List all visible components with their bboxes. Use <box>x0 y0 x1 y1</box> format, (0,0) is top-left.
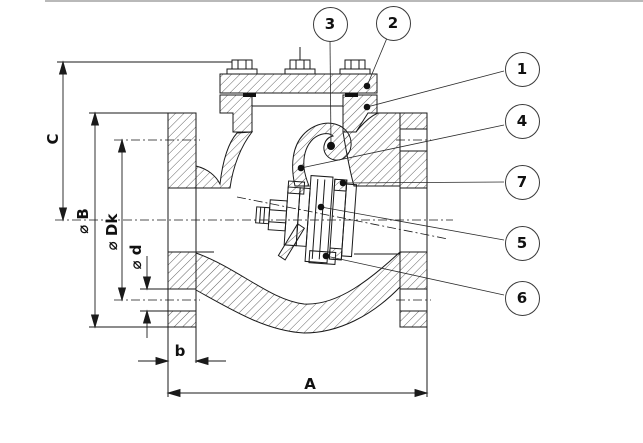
disc-assembly <box>255 175 358 265</box>
split-pin <box>277 223 306 261</box>
dim-label-diameter-d: ⌀ d <box>127 244 145 270</box>
leader-4 <box>300 124 505 169</box>
leader-7 <box>342 181 505 184</box>
leader-dot <box>327 141 335 149</box>
centerlines <box>55 139 453 301</box>
disc-axis-centerline <box>236 196 449 240</box>
leader-5 <box>320 206 505 241</box>
dimension-a <box>166 388 429 398</box>
leader-dot <box>363 103 371 111</box>
disc-stud-nut <box>267 199 288 232</box>
cover-bolt <box>284 59 316 75</box>
right-flange <box>399 112 428 328</box>
balloon-4: 4 <box>504 103 540 139</box>
balloon-4-label: 4 <box>516 112 528 130</box>
leader-dot <box>339 179 347 187</box>
balloon-3: 3 <box>312 6 348 42</box>
body-bottom-wall <box>195 250 401 334</box>
gasket-right <box>345 93 358 97</box>
leader-1 <box>366 70 505 108</box>
gasket-left <box>243 93 256 97</box>
stud-end <box>255 206 271 225</box>
balloon-7: 7 <box>504 164 540 200</box>
bonnet-cover <box>219 73 378 94</box>
dim-label-diameter-b: ⌀ B <box>74 208 92 234</box>
dimension-b <box>138 356 226 366</box>
balloon-2-label: 2 <box>387 14 399 32</box>
cover-bolt <box>226 59 258 75</box>
balloon-3-label: 3 <box>324 15 336 33</box>
balloon-leaders <box>300 37 505 296</box>
dimension-diameter-dk <box>117 138 127 302</box>
balloon-2: 2 <box>375 5 411 41</box>
cover-bolts <box>226 47 371 75</box>
leader-6 <box>325 255 505 296</box>
leader-2 <box>366 37 388 87</box>
balloon-7-label: 7 <box>516 173 528 191</box>
upper-left-body-wall <box>195 131 254 189</box>
dim-label-b: b <box>174 342 186 360</box>
balloon-1: 1 <box>504 51 540 87</box>
page-top-rule <box>45 0 643 2</box>
balloon-1-label: 1 <box>516 60 528 78</box>
leader-dots <box>297 82 371 260</box>
balloon-5: 5 <box>504 225 540 261</box>
dim-label-c: C <box>44 133 62 145</box>
dim-label-a: A <box>304 375 316 393</box>
cover-bolt <box>339 59 371 75</box>
dim-label-diameter-dk: ⌀ Dk <box>103 213 121 251</box>
leader-dot <box>317 203 325 211</box>
hinge-arm <box>292 122 352 187</box>
dimension-diameter-d <box>140 256 168 338</box>
balloon-6-label: 6 <box>516 289 528 307</box>
bonnet-flange-left <box>219 94 253 133</box>
left-flange <box>167 112 197 328</box>
leader-3 <box>329 40 332 146</box>
balloon-6: 6 <box>504 280 540 316</box>
leader-dot <box>363 82 371 90</box>
dimension-c <box>57 60 232 222</box>
dimension-lines <box>57 60 429 398</box>
dimension-diameter-b <box>89 111 168 329</box>
leader-dot <box>297 164 305 172</box>
balloon-5-label: 5 <box>516 234 528 252</box>
leader-dot <box>322 252 330 260</box>
valve-body-section <box>167 47 428 397</box>
